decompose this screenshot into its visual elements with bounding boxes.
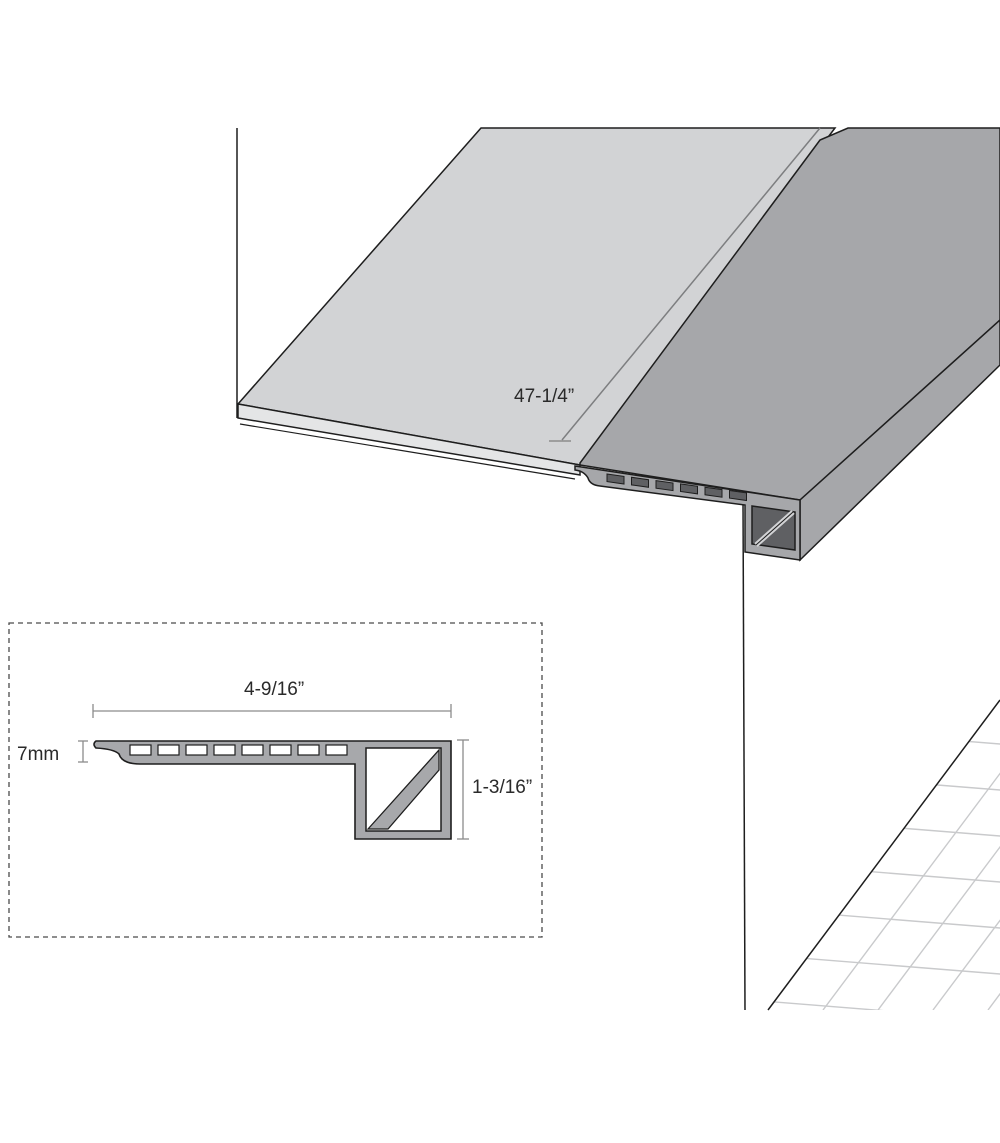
tile-grout-line: [700, 1042, 1000, 1070]
tile-grout-line: [768, 903, 1000, 933]
flooring-plank-edge: [237, 403, 581, 476]
profile-cell: [241, 744, 264, 756]
profile-cells-3d: [606, 473, 747, 502]
profile-cell: [157, 744, 180, 756]
height-dimension: 1-3/16”: [457, 739, 532, 840]
riser-edge-line: [742, 499, 746, 1011]
detail-border: [8, 622, 543, 938]
plank-edge-line: [239, 423, 576, 480]
profile-cell-3d: [655, 480, 674, 492]
profile-cell: [129, 744, 152, 756]
tile-grout-line: [768, 765, 1000, 795]
length-dimension-label: 47-1/4”: [514, 386, 574, 407]
profile-cells: [129, 744, 348, 756]
tile-grout-line: [768, 719, 1000, 749]
profile-cell: [297, 744, 320, 756]
lip-thickness-dimension: 7mm: [17, 740, 88, 765]
profile-tube: [365, 747, 442, 832]
height-dimension-label: 1-3/16”: [472, 777, 532, 798]
profile-cell-3d: [680, 483, 698, 495]
floor-edge-line: [767, 699, 1000, 1011]
tile-grout-line: [877, 700, 1000, 1010]
profile-cell: [325, 744, 348, 756]
tile-grout-line: [822, 700, 1000, 1010]
width-dimension: 4-9/16”: [92, 679, 452, 718]
stair-nose-top: [579, 127, 1000, 501]
tile-floor: [700, 700, 1000, 1138]
profile-cell-3d: [631, 476, 649, 488]
profile-tube-3d: [751, 505, 796, 551]
tile-grout-line: [768, 949, 1000, 979]
tile-grout-line: [700, 1134, 1000, 1138]
tile-grout-line: [700, 1088, 1000, 1116]
seam-line: [561, 127, 821, 441]
installed-view: 47-1/4”: [236, 127, 1000, 1138]
width-dimension-label: 4-9/16”: [244, 679, 304, 700]
profile-cross-section: [93, 740, 452, 840]
profile-detail-box: 4-9/16” 7mm 1-3/16”: [8, 622, 543, 938]
profile-cell-3d: [606, 473, 625, 485]
profile-cell-3d: [704, 486, 723, 498]
profile-cell: [269, 744, 292, 756]
lip-thickness-label: 7mm: [17, 744, 59, 765]
tile-grout-line: [768, 857, 1000, 887]
profile-cell: [185, 744, 208, 756]
profile-cell: [213, 744, 236, 756]
tile-grout-line: [932, 700, 1000, 1010]
profile-cell-3d: [729, 489, 747, 502]
stair-nose-front-profile: [574, 465, 801, 561]
